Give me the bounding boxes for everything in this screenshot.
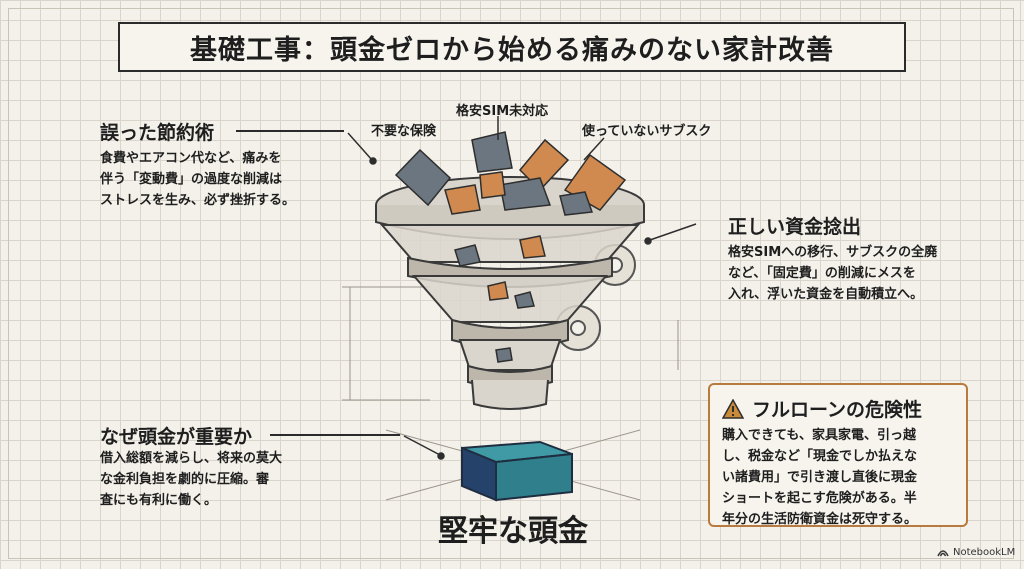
notebooklm-logo: NotebookLM xyxy=(937,547,1015,558)
title-box: 基礎工事：頭金ゼロから始める痛みのない家計改善 xyxy=(118,22,906,72)
warning-icon xyxy=(722,398,744,419)
why-down-payment-text: 借入総額を減らし、将来の莫大 な金利負担を劇的に圧縮。審 査にも有利に働く。 xyxy=(100,451,283,508)
page-frame xyxy=(8,8,1014,559)
logo-text: NotebookLM xyxy=(953,547,1016,558)
danger-heading: フルローンの危険性 xyxy=(752,399,923,421)
leader-lines xyxy=(347,116,697,460)
right-funds-text: 格安SIMへの移行、サブスクの全廃 など、「固定費」の削減にメスを 入れ、浮いた… xyxy=(728,245,938,302)
wrong-savings-line xyxy=(236,130,344,132)
label-sim: 格安SIM未対応 xyxy=(456,104,549,119)
page-title: 基礎工事：頭金ゼロから始める痛みのない家計改善 xyxy=(190,34,834,66)
wrong-savings-heading: 誤った節約術 xyxy=(100,122,215,144)
label-subscriptions: 使っていないサブスク xyxy=(582,124,712,139)
funnel-body xyxy=(375,176,645,410)
notebooklm-logo-icon xyxy=(937,550,949,557)
foundation-cube xyxy=(461,440,573,502)
right-funds-heading: 正しい資金捻出 xyxy=(728,216,862,238)
danger-header: フルローンの危険性 xyxy=(722,395,922,422)
label-unneeded-insurance: 不要な保険 xyxy=(371,124,437,139)
wrong-savings-text: 食費やエアコン代など、痛みを 伴う「変動費」の過度な削減は ストレスを生み、必ず… xyxy=(100,151,296,208)
foundation-label: 堅牢な頭金 xyxy=(438,514,588,549)
cost-blocks xyxy=(394,131,627,363)
why-down-payment-line xyxy=(270,434,400,436)
why-down-payment-heading: なぜ頭金が重要か xyxy=(100,426,253,448)
danger-text: 購入できても、家具家電、引っ越 し、税金など「現金でしか払えな い諸費用」で引き… xyxy=(722,428,918,527)
danger-box: フルローンの危険性 購入できても、家具家電、引っ越 し、税金など「現金でしか払え… xyxy=(708,383,968,527)
